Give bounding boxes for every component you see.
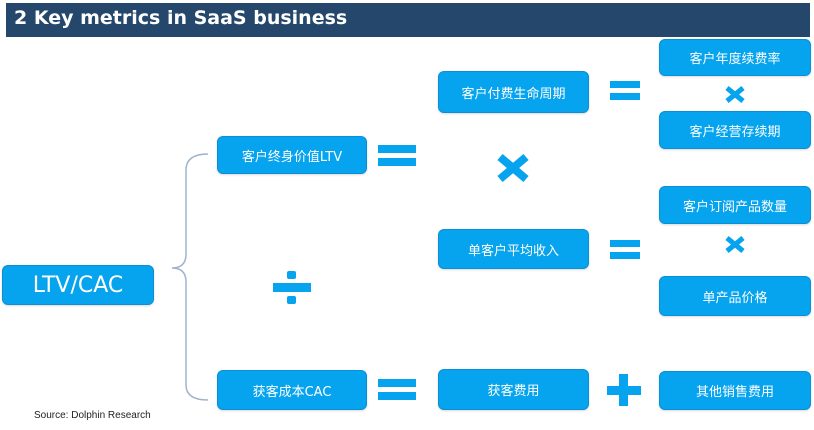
times-icon [497,153,529,183]
node-acquisition-cost: 获客费用 [438,369,589,410]
node-cac-label: 获客成本CAC [252,384,332,400]
node-other-sales-cost-label: 其他销售费用 [695,385,774,400]
times-icon [725,236,745,253]
node-acquisition-cost-label: 获客费用 [487,384,540,399]
node-ltv-cac: LTV/CAC [2,265,154,305]
node-unit-price: 单产品价格 [659,276,811,316]
node-renewal-rate-label: 客户年度续费率 [689,52,781,67]
times-icon [725,86,745,103]
node-arpu: 单客户平均收入 [438,229,589,269]
node-subscription-count: 客户订阅产品数量 [659,186,811,224]
node-other-sales-cost: 其他销售费用 [659,371,811,410]
plus-icon [607,374,641,406]
header-bar: 2 Key metrics in SaaS business [6,3,810,37]
equals-icon [610,81,640,102]
node-lifecycle: 客户付费生命周期 [438,71,589,113]
node-unit-price-label: 单产品价格 [702,290,768,306]
node-ltv: 客户终身价值LTV [217,136,367,174]
node-operating-period: 客户经营存续期 [659,111,811,149]
node-ltv-cac-label: LTV/CAC [32,272,124,298]
node-subscription-count-label: 客户订阅产品数量 [682,199,787,215]
node-arpu-label: 单客户平均收入 [467,243,559,259]
divide-icon [273,271,311,305]
page-title: 2 Key metrics in SaaS business [14,7,348,29]
node-renewal-rate: 客户年度续费率 [659,39,811,76]
source-note: Source: Dolphin Research [34,410,151,421]
node-cac: 获客成本CAC [217,370,367,410]
node-operating-period-label: 客户经营存续期 [689,124,781,140]
equals-icon [610,240,640,261]
equals-icon [378,145,416,167]
node-ltv-label: 客户终身价值LTV [241,149,343,165]
node-lifecycle-label: 客户付费生命周期 [461,86,566,102]
equals-icon [378,379,416,401]
